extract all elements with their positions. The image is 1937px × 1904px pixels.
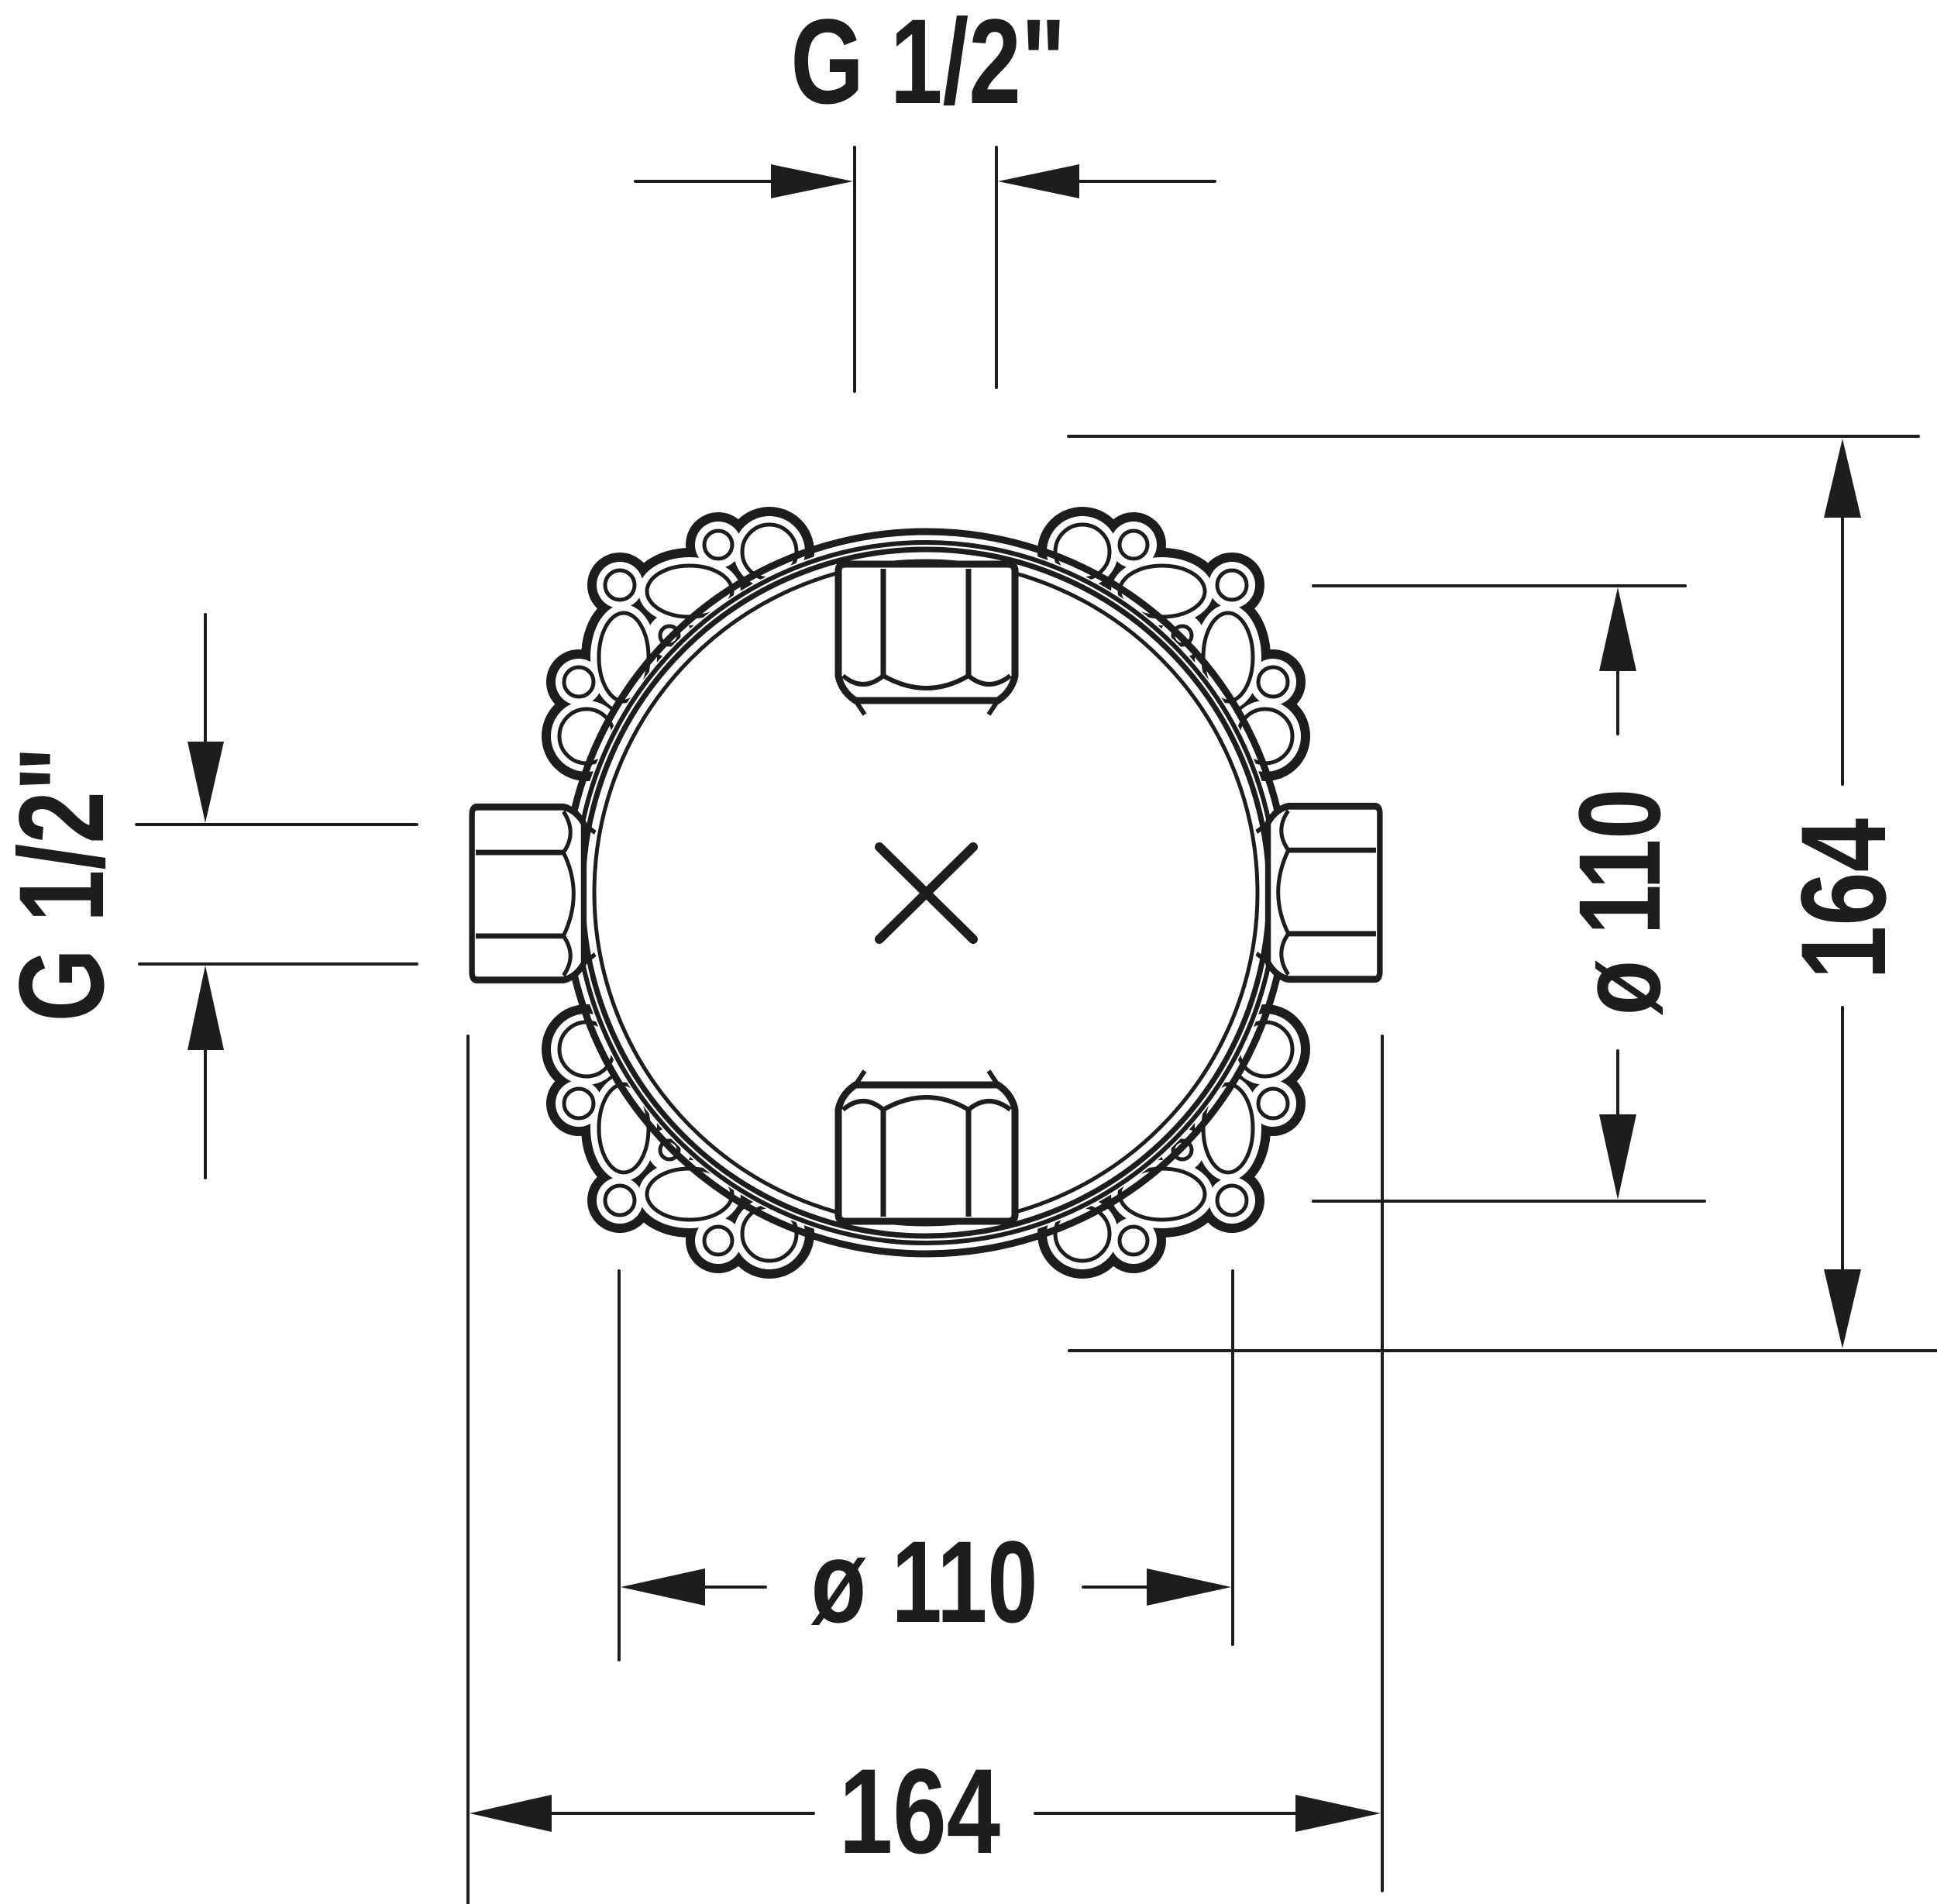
dimension-label-diameter-vertical: ø 110 [1554, 789, 1684, 1016]
dimension-left-thread: G 1/2" [0, 613, 418, 1179]
dimension-overall-horizontal: 164 [466, 1035, 1384, 1904]
fitting-top [838, 564, 1015, 714]
center-cross-icon [875, 842, 978, 944]
dimension-label-overall-horizontal: 164 [839, 1744, 1000, 1878]
dimension-diameter-vertical: ø 110 [1312, 584, 1706, 1203]
dimension-label-overall-vertical: 164 [1776, 818, 1911, 980]
dimension-diameter-horizontal: ø 110 [618, 1269, 1234, 1661]
fitting-bottom [838, 1071, 1015, 1221]
dimension-label-left-thread: G 1/2" [0, 746, 129, 1021]
dimension-overall-vertical: 164 [1067, 435, 1937, 1352]
dimension-label-top-thread: G 1/2" [790, 0, 1065, 129]
fitting-left [472, 807, 595, 980]
dimension-label-diameter-horizontal: ø 110 [811, 1517, 1038, 1647]
dimension-top-thread: G 1/2" [634, 0, 1216, 393]
fitting-right [1257, 806, 1380, 979]
